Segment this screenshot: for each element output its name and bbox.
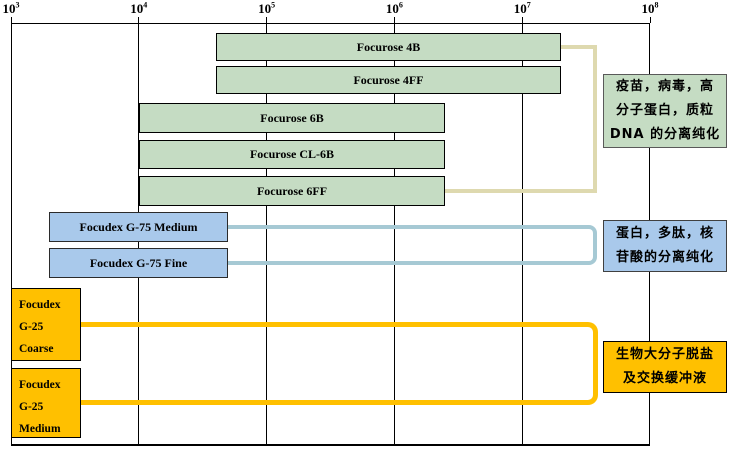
annotation-text-agarose: 疫苗，病毒，高 分子蛋白，质粒 DNA 的分离纯化 (609, 79, 721, 142)
x-axis-tick-label-10e6: 106 (385, 0, 403, 16)
annotation-box-g75: 蛋白，多肽，核 苷酸的分离纯化 (603, 220, 727, 272)
range-bar-focudex-g-75-fine: Focudex G-75 Fine (49, 248, 228, 278)
annotation-text-g25: 生物大分子脱盐 及交换缓冲液 (615, 347, 714, 386)
bracket-g25 (81, 321, 598, 405)
bracket-agarose-bottom (445, 189, 593, 193)
bracket-g75 (228, 225, 597, 265)
bracket-agarose-top (561, 45, 593, 49)
x-axis-tick-label-10e3: 103 (2, 0, 20, 16)
gridline-10e5 (266, 24, 268, 445)
range-bar-focurose-6ff: Focurose 6FF (139, 176, 445, 206)
x-axis-tick-label-10e7: 107 (513, 0, 531, 16)
x-axis-tick-label-10e5: 105 (258, 0, 276, 16)
x-axis-tick-label-10e4: 104 (130, 0, 148, 16)
x-axis-tick-10e7 (521, 17, 523, 23)
range-bar-focurose-cl-6b: Focurose CL-6B (139, 140, 445, 169)
annotation-text-g75: 蛋白，多肽，核 苷酸的分离纯化 (615, 226, 714, 265)
x-axis-tick-10e5 (266, 17, 268, 23)
gridline-10e6 (393, 24, 395, 445)
x-axis-tick-10e3 (10, 17, 12, 23)
range-bar-focudex-g-75-medium: Focudex G-75 Medium (49, 212, 228, 242)
x-axis-tick-10e8 (649, 17, 651, 23)
gridline-10e7 (521, 24, 523, 445)
x-axis-tick-10e4 (138, 17, 140, 23)
annotation-box-agarose: 疫苗，病毒，高 分子蛋白，质粒 DNA 的分离纯化 (603, 74, 727, 148)
bracket-agarose-vertical (593, 45, 597, 193)
range-bar-focurose-4ff: Focurose 4FF (216, 66, 561, 94)
range-bar-focudex-g-25-coarse: Focudex G-25 Coarse (11, 288, 81, 361)
annotation-box-g25: 生物大分子脱盐 及交换缓冲液 (603, 341, 727, 393)
range-bar-focurose-4b: Focurose 4B (216, 33, 561, 61)
x-axis-tick-label-10e8: 108 (641, 0, 659, 16)
x-axis-tick-10e6 (393, 17, 395, 23)
range-bar-focudex-g-25-medium: Focudex G-25 Medium (11, 368, 81, 438)
range-bar-focurose-6b: Focurose 6B (139, 103, 445, 133)
